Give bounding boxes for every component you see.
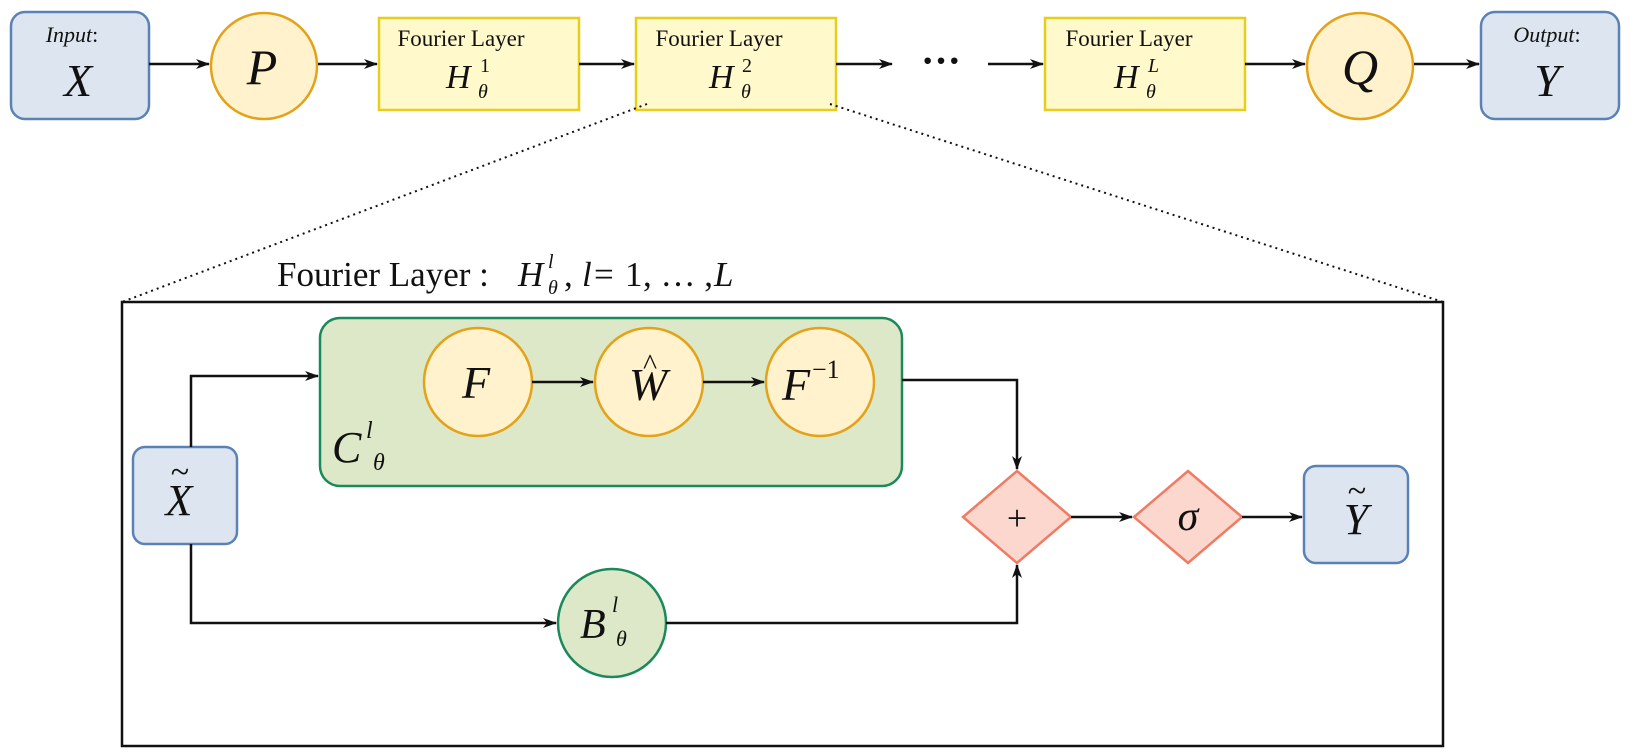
sum-symbol: + [1007, 498, 1027, 538]
detail-title: Fourier Layer : [277, 255, 489, 294]
spectral-conv-sup: l [366, 418, 373, 444]
detail-output-variable: Y [1344, 495, 1373, 544]
detail-title-index: l [582, 255, 592, 294]
fourier-layer-L-symbol: H [1113, 59, 1141, 96]
lifting-variable: P [246, 39, 278, 95]
fourier-layer-1-sub: θ [478, 81, 488, 103]
fourier-layer-2-sup: 2 [742, 55, 752, 77]
detail-input-node: ~ X [131, 445, 239, 546]
detail-arrows [189, 371, 1303, 628]
output-variable: Y [1534, 55, 1564, 106]
ifft-sup: −1 [812, 355, 840, 384]
bias-symbol: B [580, 602, 606, 648]
spectral-conv-sub: θ [373, 450, 385, 476]
output-colon: : [1575, 22, 1581, 47]
lifting-node: P [209, 11, 319, 121]
fourier-layer-1-label: Fourier Layer [397, 26, 524, 51]
input-node: Input: X [9, 10, 151, 121]
weight-variable: W [629, 359, 671, 410]
fft-node: F [422, 326, 534, 438]
arrow-bias-to-sum [666, 564, 1022, 625]
fourier-layer-1-symbol: H [445, 59, 473, 96]
detail-title-range: , … , [643, 255, 713, 294]
fourier-layer-L-label: Fourier Layer [1065, 26, 1192, 51]
projection-variable: Q [1342, 39, 1378, 95]
detail-title-sub: θ [548, 277, 558, 299]
fourier-layer-1-sup: 1 [480, 55, 490, 77]
svg-text:Output:: Output: [1513, 22, 1580, 47]
sum-node: + [961, 469, 1073, 565]
bias-sup: l [612, 592, 618, 617]
output-node: Output: Y [1479, 10, 1621, 121]
input-variable: X [62, 55, 94, 106]
arrow-input-to-bias [189, 544, 557, 628]
detail-title-sup: l [548, 251, 554, 273]
fourier-layer-2-label: Fourier Layer [655, 26, 782, 51]
layers-ellipsis: ··· [921, 38, 961, 83]
fourier-layer-2: Fourier Layer H 2 θ [634, 16, 838, 112]
detail-output-tilde: ~ [1348, 473, 1366, 510]
detail-title-L: L [713, 255, 733, 294]
output-label: Output [1513, 22, 1575, 47]
arrow-input-to-conv [189, 371, 319, 447]
detail-title-symbol: H [517, 255, 545, 294]
detail-output-node: ~ Y [1302, 464, 1410, 565]
activation-symbol: σ [1178, 494, 1201, 540]
detail-title-text: Fourier Layer : [277, 255, 489, 294]
detail-title-one: 1 [625, 255, 643, 294]
activation-node: σ [1132, 469, 1244, 565]
projection-node: Q [1305, 11, 1415, 121]
fourier-layer-L-sup: L [1147, 55, 1159, 77]
detail-input-variable: X [164, 476, 195, 525]
ifft-node: F −1 [764, 326, 876, 438]
fourier-layer-L-sub: θ [1146, 81, 1156, 103]
detail-input-tilde: ~ [171, 454, 189, 491]
fourier-layer-2-sub: θ [741, 81, 751, 103]
ifft-variable: F [781, 359, 811, 410]
arrow-conv-to-sum [902, 378, 1022, 470]
bias-node: B l θ [556, 567, 668, 679]
weight-hat: ^ [643, 348, 657, 381]
detail-frame [120, 300, 1445, 748]
detail-title-comma: , [564, 255, 573, 294]
input-colon: : [92, 22, 98, 47]
fourier-layer-1: Fourier Layer H 1 θ [377, 16, 581, 112]
fft-variable: F [461, 357, 491, 408]
fourier-layer-2-symbol: H [708, 59, 736, 96]
svg-text:Input:: Input: [45, 22, 99, 47]
spectral-conv-symbol: C [332, 423, 362, 472]
zoom-line-right [829, 103, 1444, 303]
input-label: Input [45, 22, 93, 47]
weight-node: ^ W [593, 326, 705, 438]
detail-title-equals: = [594, 255, 614, 294]
bias-sub: θ [616, 626, 627, 651]
fourier-layer-L: Fourier Layer H L θ [1043, 16, 1247, 112]
